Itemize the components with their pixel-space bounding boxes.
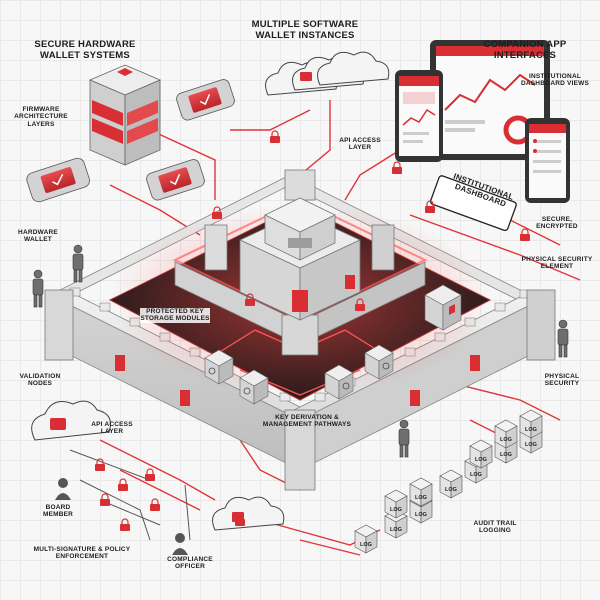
log-label: LOG [525,442,537,448]
key-storage-modules [204,284,462,405]
label-api-access-left: API ACCESS LAYER [91,421,133,436]
log-label: LOG [475,457,487,463]
compliance-officer-figure [172,533,188,555]
padlock-icon [245,293,255,306]
label-secure-encrypted: SECURE, ENCRYPTED [536,216,578,231]
log-label: LOG [470,472,482,478]
log-block: LOG [354,524,378,554]
padlock-icon [120,518,130,531]
log-label: LOG [415,512,427,518]
log-label: LOG [390,527,402,533]
label-api-access-top: API ACCESS LAYER [339,137,381,152]
label-physical-security-element: PHYSICAL SECURITY ELEMENT [521,256,593,271]
padlock-icon [355,298,365,311]
padlock-icon [145,468,155,481]
padlock-icon [520,228,530,241]
software-wallet-clouds [265,51,390,96]
padlock-icon [150,498,160,511]
label-institutional-views: INSTITUTIONAL DASHBOARD VIEWS [520,73,589,88]
padlock-icon [118,478,128,491]
padlock-icon [235,513,245,526]
log-label: LOG [500,452,512,458]
log-label: LOG [415,495,427,501]
label-secure-hardware: SECURE HARDWARE WALLET SYSTEMS [34,39,136,61]
audit-log-blocks: LOG LOG LOG LOG LOG LOG LOG LOG LOG LOG … [354,409,543,554]
hardware-wallet-rack [88,64,162,166]
label-key-derivation: KEY DERIVATION & MANAGEMENT PATHWAYS [262,414,352,429]
log-block: LOG [469,439,493,469]
label-validation-nodes: VALIDATION NODES [19,373,61,388]
label-audit-trail: AUDIT TRAIL LOGGING [473,520,517,535]
label-board-member: BOARD MEMBER [42,504,74,519]
validation-cloud [31,400,111,441]
label-companion-app: COMPANION APP INTERFACES [483,39,567,61]
padlock-icon [212,206,222,219]
log-block: LOG [494,419,518,449]
label-multi-signature: MULTI-SIGNATURE & POLICY ENFORCEMENT [33,546,131,561]
padlock-icon [425,200,435,213]
multisig-cloud [212,496,285,531]
board-member-figure [55,478,71,500]
label-hardware-wallet: HARDWARE WALLET [18,229,58,244]
log-label: LOG [360,542,372,548]
institutional-dashboard-sign [429,175,517,232]
log-label: LOG [525,427,537,433]
central-keep [239,197,361,321]
log-block: LOG [409,477,433,507]
log-label: LOG [445,487,457,493]
log-label: LOG [500,437,512,443]
hardware-wallet-devices [26,79,235,203]
wire-lines [69,449,191,541]
label-compliance-officer: COMPLIANCE OFFICER [167,556,213,571]
label-protected-key-storage: PROTECTED KEY STORAGE MODULES [140,308,210,323]
padlock-icon [95,458,105,471]
padlock-icon [392,161,402,174]
label-multiple-software: MULTIPLE SOFTWARE WALLET INSTANCES [251,19,359,41]
guards [32,244,569,458]
label-physical-security: PHYSICAL SECURITY [544,373,580,388]
padlock-icon [270,130,280,143]
padlock-icon [100,493,110,506]
padlock-icons [95,130,530,531]
label-firmware-layers: FIRMWARE ARCHITECTURE LAYERS [14,106,68,128]
log-block: LOG [519,409,543,439]
log-label: LOG [390,507,402,513]
log-block: LOG [384,489,408,519]
companion-app-devices [395,40,570,203]
log-block: LOG [439,469,463,499]
